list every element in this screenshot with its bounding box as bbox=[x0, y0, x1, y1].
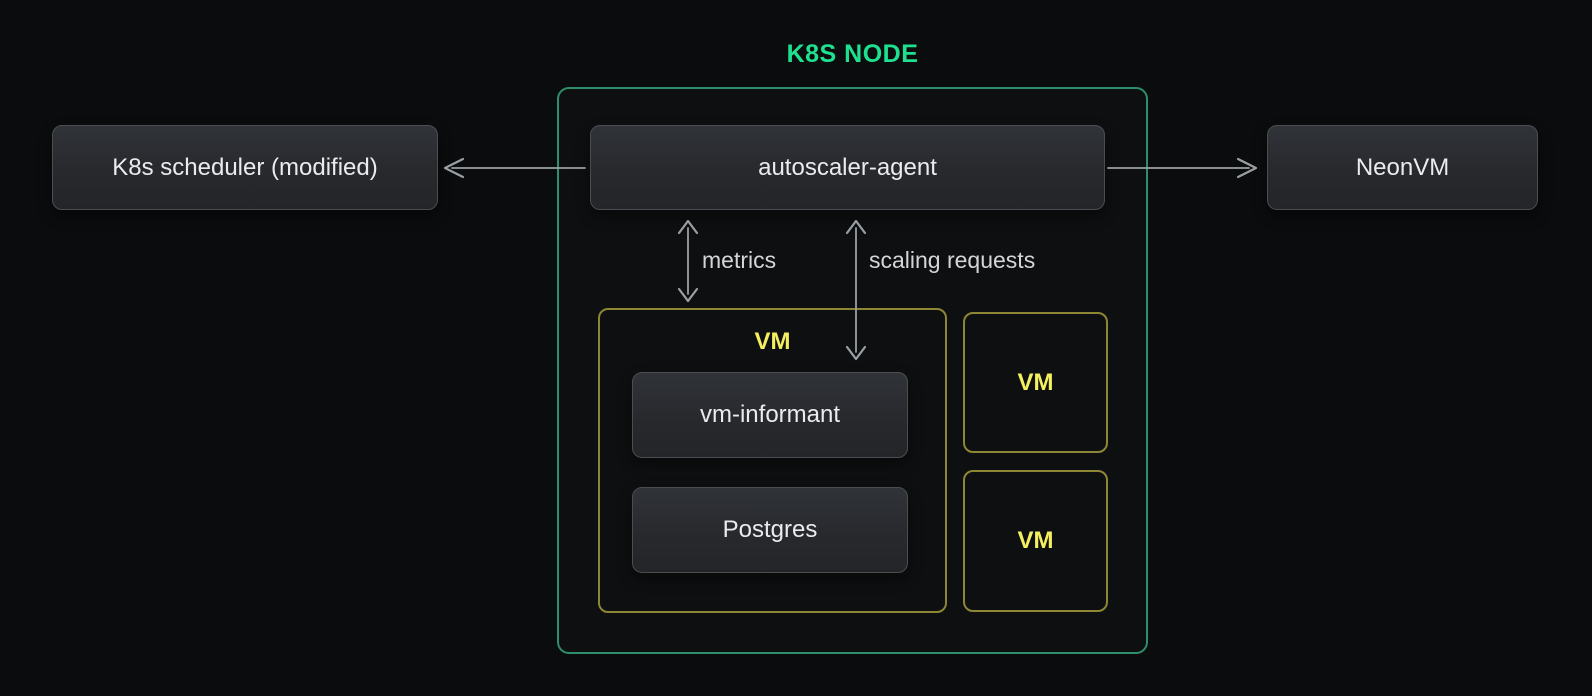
node-vm-informant-label: vm-informant bbox=[699, 401, 841, 428]
k8s-node-title: K8S NODE bbox=[786, 40, 919, 68]
node-neonvm: NeonVM bbox=[1267, 125, 1538, 210]
edge-label-metrics: metrics bbox=[702, 247, 777, 273]
vm-secondary-1-label: VM bbox=[1017, 368, 1054, 396]
vm-secondary-2-label: VM bbox=[1017, 527, 1054, 554]
node-neonvm-label: NeonVM bbox=[1355, 153, 1450, 181]
node-autoscaler-agent: autoscaler-agent bbox=[590, 125, 1105, 210]
k8s-node-boundary bbox=[557, 87, 1148, 654]
node-postgres-label: Postgres bbox=[722, 516, 818, 543]
edge-label-scaling-requests: scaling requests bbox=[869, 247, 1036, 273]
vm-primary-container: VM bbox=[598, 308, 947, 613]
node-k8s-scheduler: K8s scheduler (modified) bbox=[52, 125, 438, 210]
vm-secondary-2: VM bbox=[963, 470, 1108, 612]
node-vm-informant: vm-informant bbox=[632, 372, 908, 458]
node-k8s-scheduler-label: K8s scheduler (modified) bbox=[112, 153, 378, 181]
vm-primary-title: VM bbox=[754, 328, 791, 355]
node-autoscaler-agent-label: autoscaler-agent bbox=[758, 153, 937, 181]
vm-secondary-1: VM bbox=[963, 312, 1108, 453]
node-postgres: Postgres bbox=[632, 487, 908, 573]
